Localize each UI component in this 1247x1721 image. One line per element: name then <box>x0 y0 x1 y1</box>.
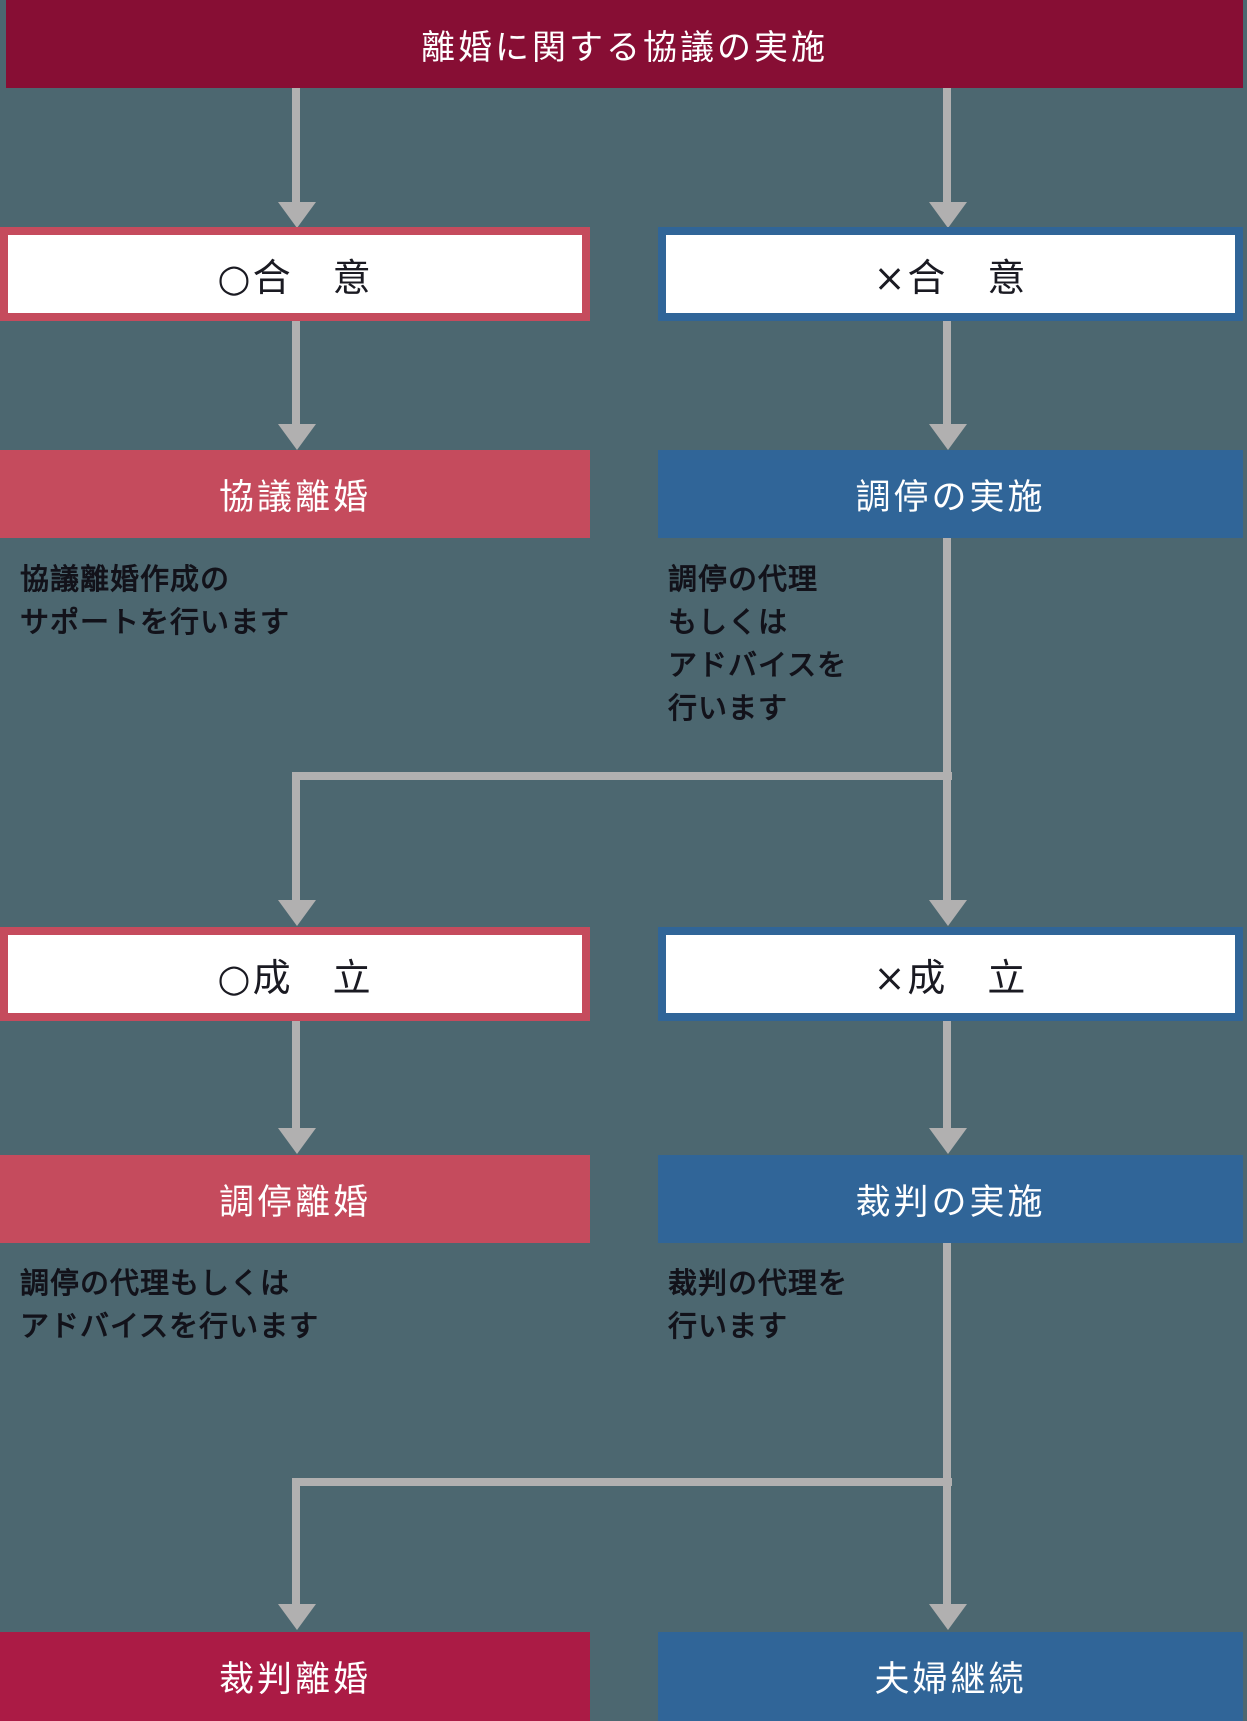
box-trial: 裁判の実施 <box>658 1155 1243 1243</box>
box-agreement-no: ×合 意 <box>658 227 1243 321</box>
arrow-down-icon <box>929 1128 967 1154</box>
box-consultation-divorce: 協議離婚 <box>0 450 590 538</box>
box-mediation: 調停の実施 <box>658 450 1243 538</box>
arrow-shaft <box>943 88 951 202</box>
arrow-shaft <box>943 321 951 424</box>
box-agreement-yes: ○合 意 <box>0 227 590 321</box>
box-trial-divorce: 裁判離婚 <box>0 1632 590 1721</box>
arrow-down-icon <box>929 424 967 450</box>
box-mediation-divorce: 調停離婚 <box>0 1155 590 1243</box>
arrow-down-icon <box>929 1604 967 1630</box>
arrow-shaft <box>292 88 300 202</box>
arrow-down-icon <box>278 202 316 228</box>
box-settlement-yes: ○成 立 <box>0 927 590 1021</box>
arrow-down-icon <box>278 424 316 450</box>
arrow-down-icon <box>278 1128 316 1154</box>
note-trial-support: 裁判の代理を 行います <box>668 1266 849 1343</box>
connector-vertical <box>292 772 300 900</box>
box-settlement-no: ×成 立 <box>658 927 1243 1021</box>
connector-vertical <box>943 538 951 900</box>
arrow-down-icon <box>278 1604 316 1630</box>
note-mediation-divorce-support: 調停の代理もしくは アドバイスを行います <box>20 1266 320 1343</box>
note-consultation-support: 協議離婚作成の サポートを行います <box>20 562 291 639</box>
connector-horizontal <box>292 772 952 780</box>
banner-title: 離婚に関する協議の実施 <box>6 0 1243 88</box>
connector-vertical <box>943 1243 951 1604</box>
arrow-shaft <box>292 321 300 424</box>
arrow-down-icon <box>278 900 316 926</box>
connector-vertical <box>292 1478 300 1604</box>
arrow-down-icon <box>929 202 967 228</box>
arrow-shaft <box>292 1021 300 1128</box>
arrow-shaft <box>943 1021 951 1128</box>
box-marriage-continues: 夫婦継続 <box>658 1632 1243 1721</box>
arrow-down-icon <box>929 900 967 926</box>
note-mediation-support: 調停の代理 もしくは アドバイスを 行います <box>668 562 848 725</box>
connector-horizontal <box>292 1478 952 1486</box>
